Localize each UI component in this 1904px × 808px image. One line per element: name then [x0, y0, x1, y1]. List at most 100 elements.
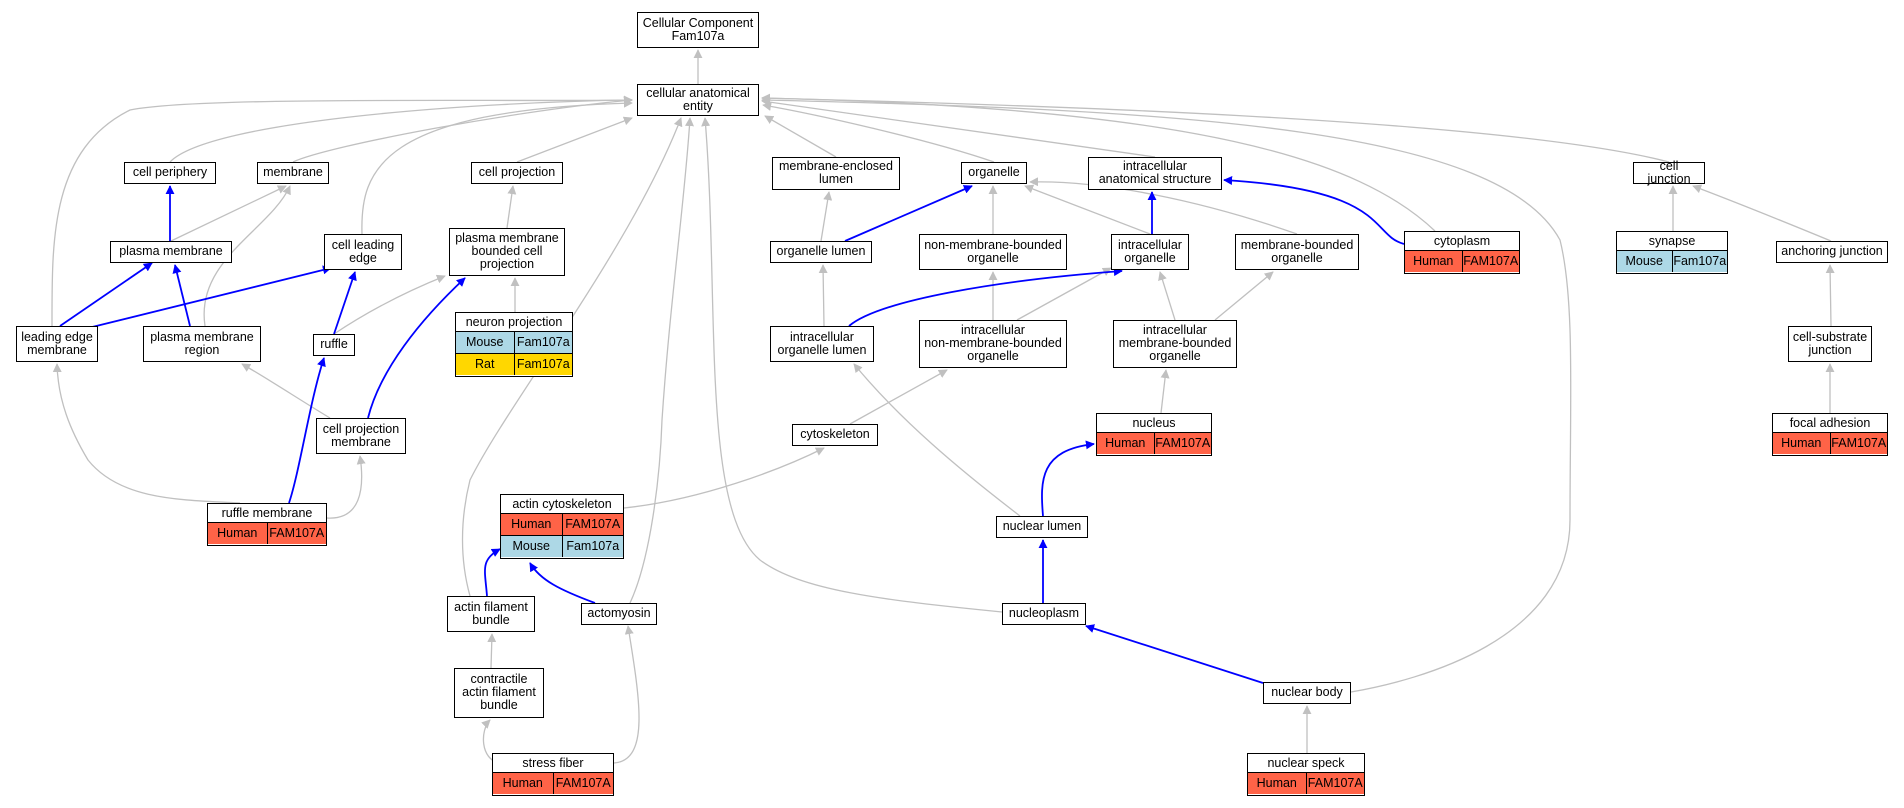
- node-label: cell junction: [1647, 158, 1691, 186]
- node-cell-substrate-junction[interactable]: cell-substrate junction: [1788, 326, 1872, 362]
- part-of-edge: [172, 264, 191, 327]
- node-ic-organelle-lumen[interactable]: intracellular organelle lumen: [770, 326, 874, 362]
- node-root[interactable]: Cellular Component Fam107a: [637, 12, 759, 48]
- node-actomyosin[interactable]: actomyosin: [581, 603, 657, 625]
- is-a-edge: [1692, 184, 1832, 242]
- node-label: organelle: [968, 165, 1020, 179]
- is-a-edge: [701, 117, 1003, 613]
- node-label: ruffle membrane: [221, 505, 313, 520]
- node-label: organelle lumen: [776, 244, 866, 258]
- is-a-edge: [623, 447, 825, 509]
- is-a-edge: [1024, 184, 1151, 235]
- node-label: stress fiber: [522, 755, 584, 770]
- is-a-edge: [853, 363, 1021, 517]
- node-membrane[interactable]: membrane: [257, 162, 329, 184]
- node-organelle[interactable]: organelle: [961, 162, 1027, 184]
- node-label: neuron projection: [465, 314, 563, 329]
- node-nucleoplasm[interactable]: nucleoplasm: [1002, 603, 1086, 625]
- node-ic-organelle[interactable]: intracellular organelle: [1111, 234, 1189, 270]
- node-label: intracellular organelle: [1118, 237, 1182, 265]
- part-of-edge: [367, 277, 466, 419]
- node-label: ruffle: [320, 337, 348, 351]
- is-a-edge: [52, 363, 241, 504]
- node-label: anchoring junction: [1781, 244, 1883, 258]
- node-label: cytoplasm: [1433, 233, 1491, 248]
- node-label: cell periphery: [132, 165, 208, 179]
- node-nuclear-lumen[interactable]: nuclear lumen: [996, 516, 1088, 538]
- species-cell: Human: [502, 776, 543, 790]
- species-cell: Mouse: [512, 539, 551, 553]
- gene-cell: FAM107A: [1461, 251, 1520, 272]
- node-label: non-membrane-bounded organelle: [924, 237, 1062, 265]
- is-a-edge: [820, 191, 833, 242]
- node-label: Cellular Component Fam107a: [642, 15, 754, 43]
- node-nuclear-body[interactable]: nuclear body: [1263, 682, 1351, 704]
- node-label: nuclear body: [1271, 685, 1343, 699]
- gene-cell: FAM107A: [266, 523, 327, 544]
- is-a-edge: [487, 633, 497, 669]
- gene-cell: Fam107a: [513, 332, 573, 353]
- node-cell-periphery[interactable]: cell periphery: [124, 162, 216, 184]
- part-of-edge: [1085, 624, 1264, 684]
- node-label: actin filament bundle: [454, 599, 528, 627]
- node-contractile-afb[interactable]: contractile actin filament bundle: [454, 668, 544, 718]
- node-ias[interactable]: intracellular anatomical structure: [1088, 157, 1222, 190]
- is-a-edge: [613, 625, 640, 764]
- node-actin-filament-bundle[interactable]: actin filament bundle: [447, 596, 535, 632]
- node-anchoring-junction[interactable]: anchoring junction: [1776, 241, 1888, 263]
- node-ic-nmb-organelle[interactable]: intracellular non-membrane-bounded organ…: [919, 320, 1067, 368]
- gene-cell: FAM107A: [552, 773, 614, 794]
- part-of-edge: [333, 271, 357, 335]
- node-cell-projection-membrane[interactable]: cell projection membrane: [316, 418, 406, 454]
- node-cell-leading-edge[interactable]: cell leading edge: [324, 234, 402, 270]
- node-label: cell-substrate junction: [1792, 329, 1868, 357]
- node-nmb-organelle[interactable]: non-membrane-bounded organelle: [919, 234, 1067, 270]
- is-a-edge: [818, 264, 828, 327]
- node-pm-region[interactable]: plasma membrane region: [143, 326, 261, 362]
- is-a-edge: [1158, 271, 1176, 321]
- node-ic-mb-organelle[interactable]: intracellular membrane-bounded organelle: [1113, 320, 1237, 368]
- node-cae[interactable]: cellular anatomical entity: [637, 84, 759, 116]
- species-cell: Human: [1781, 436, 1822, 450]
- is-a-edge: [241, 363, 331, 419]
- is-a-edge: [326, 455, 366, 519]
- part-of-edge: [1223, 175, 1405, 245]
- node-organelle-lumen[interactable]: organelle lumen: [770, 241, 872, 263]
- gene-cell: FAM107A: [1153, 433, 1212, 454]
- node-label: nuclear lumen: [1002, 519, 1082, 533]
- gene-cell: Fam107a: [513, 354, 573, 375]
- node-plasma-membrane[interactable]: plasma membrane: [110, 241, 232, 263]
- is-a-edge: [764, 115, 837, 158]
- node-mb-organelle[interactable]: membrane-bounded organelle: [1235, 234, 1359, 270]
- part-of-edge: [848, 267, 1123, 327]
- node-label: nuclear speck: [1267, 755, 1345, 770]
- is-a-edge: [629, 117, 694, 604]
- is-a-edge: [1160, 369, 1170, 414]
- node-cell-junction[interactable]: cell junction: [1633, 158, 1705, 186]
- node-mem-lumen[interactable]: membrane-enclosed lumen: [772, 157, 900, 190]
- node-label: intracellular non-membrane-bounded organ…: [924, 323, 1062, 363]
- node-cytoskeleton[interactable]: cytoskeleton: [792, 424, 878, 446]
- is-a-edge: [761, 93, 1670, 163]
- is-a-edge: [1016, 267, 1112, 321]
- node-label: cell projection membrane: [322, 421, 400, 449]
- node-label: membrane-bounded organelle: [1240, 237, 1354, 265]
- node-pm-bounded-proj[interactable]: plasma membrane bounded cell projection: [449, 228, 565, 276]
- node-leading-edge-membrane[interactable]: leading edge membrane: [16, 326, 98, 362]
- node-ruffle[interactable]: ruffle: [313, 334, 355, 356]
- node-cell-projection[interactable]: cell projection: [471, 162, 563, 184]
